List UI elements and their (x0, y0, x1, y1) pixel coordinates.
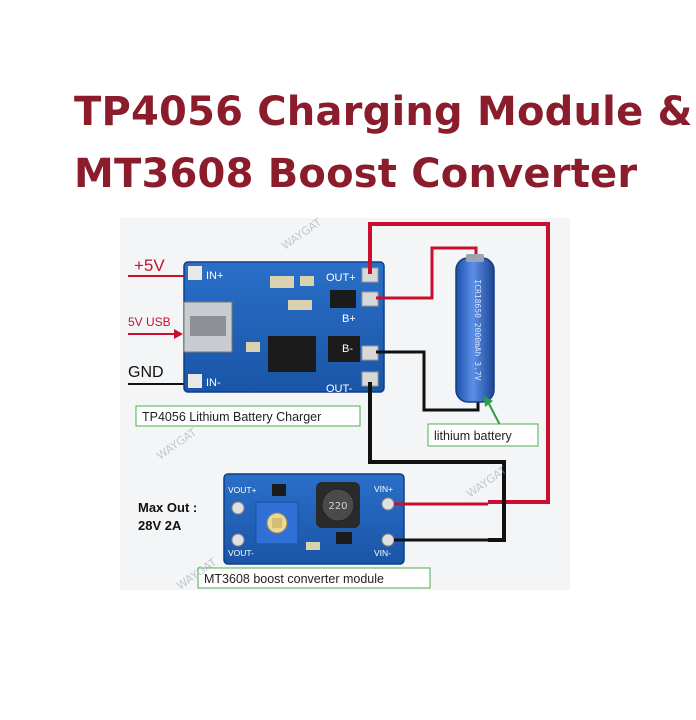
pin-out-minus: OUT- (326, 383, 353, 395)
pin-vout-plus: VOUT+ (228, 485, 257, 495)
charger-caption: TP4056 Lithium Battery Charger (142, 410, 321, 424)
svg-text:ICR18650 2000mAh 3.7V: ICR18650 2000mAh 3.7V (473, 279, 482, 380)
usb-5v-label: 5V USB (128, 315, 171, 329)
inductor-marking: 220 (328, 501, 347, 512)
pin-b-minus: B- (342, 343, 353, 355)
pin-b-plus: B+ (342, 313, 356, 325)
max-out-value: 28V 2A (138, 518, 182, 533)
pin-out-plus: OUT+ (326, 272, 356, 284)
battery-caption: lithium battery (434, 429, 513, 443)
pin-vin-minus: VIN- (374, 548, 391, 558)
tp4056-chip (268, 336, 316, 372)
plus-5v-label: +5V (134, 256, 165, 275)
pin-in-minus: IN- (206, 377, 221, 389)
lithium-battery: ICR18650 2000mAh 3.7V (456, 254, 494, 402)
pin-in-plus: IN+ (206, 270, 223, 282)
max-out-label: Max Out : (138, 500, 197, 515)
boost-caption: MT3608 boost converter module (204, 572, 384, 586)
gnd-label: GND (128, 364, 164, 381)
pin-vout-minus: VOUT- (228, 548, 254, 558)
pin-vin-plus: VIN+ (374, 484, 393, 494)
